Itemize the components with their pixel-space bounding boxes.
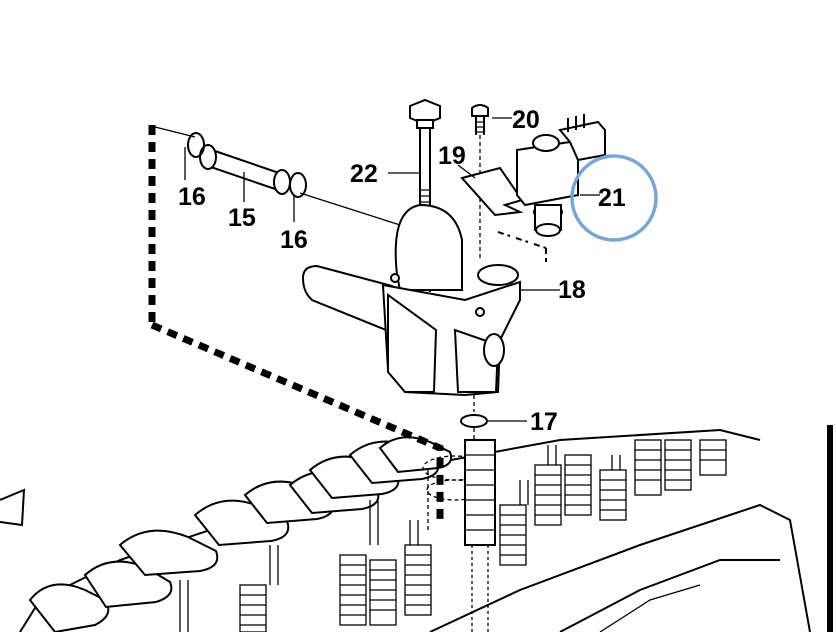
- rocker-arms: [28, 436, 453, 634]
- callout-20: 20: [512, 106, 540, 134]
- callout-18: 18: [558, 276, 586, 304]
- callout-16-left: 16: [178, 183, 206, 211]
- bracket-19: [457, 164, 524, 217]
- exploded-view-bracket: [148, 125, 444, 522]
- valve-stems: [179, 445, 621, 632]
- cylinder-head-engine: [19, 428, 811, 634]
- callout-22: 22: [350, 160, 378, 188]
- injector-housing-18: [301, 203, 560, 397]
- callout-16-right: 16: [280, 226, 308, 254]
- pipe-assembly: [184, 132, 307, 222]
- seal-ring-17: [460, 395, 527, 440]
- injector-stack: [464, 439, 496, 632]
- callout-labels: 16 15 16 22 20 19 21 18 17: [178, 106, 626, 436]
- callout-21: 21: [598, 184, 626, 212]
- callout-19: 19: [438, 142, 466, 170]
- callout-17: 17: [530, 408, 558, 436]
- solenoid-valve-21: [497, 114, 606, 262]
- highlight-circle: [570, 154, 658, 242]
- partial-arrow-left-edge: [0, 488, 26, 527]
- callout-15: 15: [228, 204, 256, 232]
- screw-20: [471, 104, 512, 260]
- valve-springs: [239, 439, 727, 633]
